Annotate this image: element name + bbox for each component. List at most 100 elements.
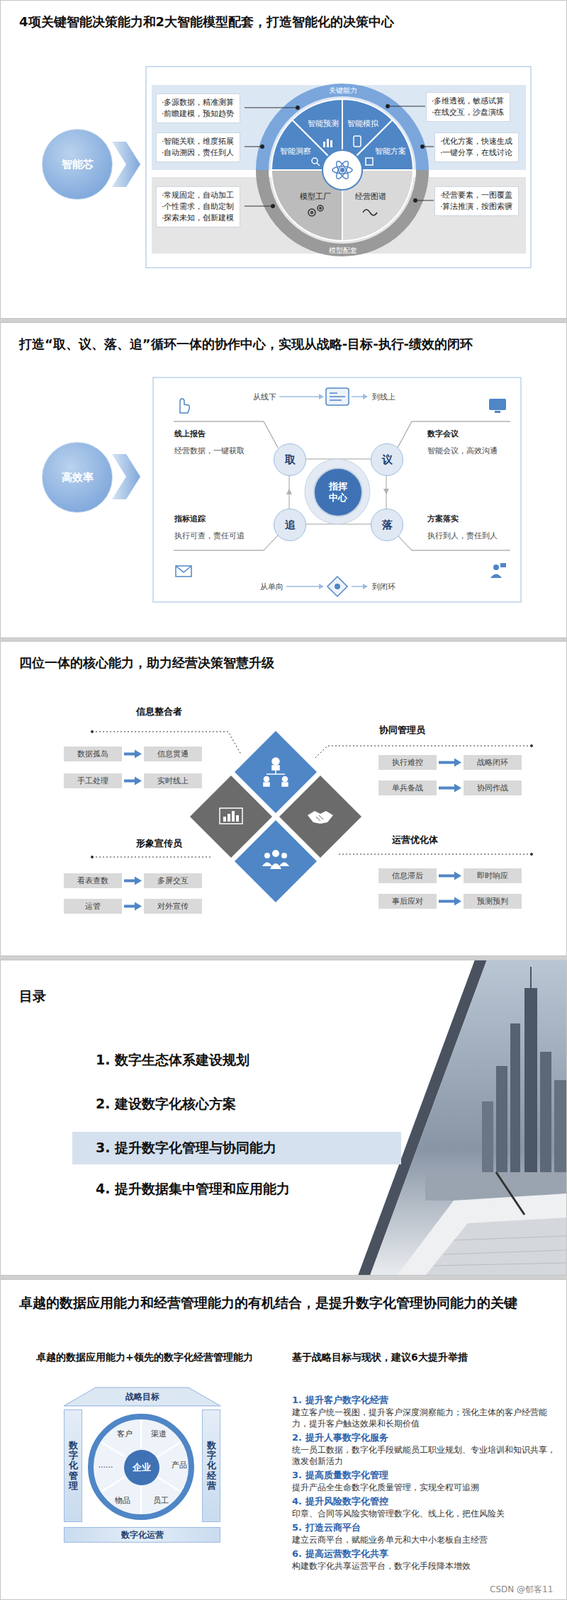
step-heading: 线上报告 [174,429,206,440]
step-text: 执行可查，责任可追 [174,531,245,542]
node-text: 运管 [68,899,118,915]
person-body [490,574,502,580]
node-text: ·探索未知，创新建模 [161,212,235,224]
hub-halo [304,459,370,525]
shift-box: 实时线上 [143,773,202,789]
flow-arrows [279,396,364,587]
node-text: 信息滞后 [382,868,433,884]
feature-box: ·智能关联，维度拓展·自动溯因，责任到人 [155,132,241,163]
slide1-art [111,66,531,268]
node-text: 取 [284,453,296,468]
node-text: ·智能关联，维度拓展 [161,136,235,148]
node-text: 智能洞察 [279,146,312,156]
pillar: 数字化管理 [63,1410,83,1524]
connector-arrow [124,750,142,760]
measure-text: 提升产品全生命数字化质量管理，实现全程可追溯 [292,1482,560,1495]
people-icon [262,850,290,870]
report-icon-lines [329,393,346,401]
node-text: ·多维透视，敏感试算 [431,95,505,108]
node-text: 数字化运营 [121,1530,164,1543]
slide5-art [90,1417,192,1519]
node-text: ·常规固定，自动加工 [161,189,235,202]
segment-label: ...... [98,1462,114,1471]
node-text: ·算法推演，按图索骥 [440,201,514,213]
node-text: 手工处理 [68,773,118,789]
hub-circle: 指挥中心 [313,467,363,518]
cycle-head [286,489,293,495]
node-text: 多屏交互 [148,873,198,889]
connector-shaft [124,880,137,884]
node-text: ·多源数据，精准测算 [161,97,235,109]
loop-icon [327,576,348,597]
measure-text: 构建数字化共享运营平台，数字化手段降本增效 [292,1561,560,1573]
flow-label: 到线上 [372,392,396,403]
screen-stand [494,411,501,414]
forecast-icon [323,138,333,148]
connector-shaft [438,761,456,765]
feature-box: ·多维透视，敏感试算·在线交互，沙盘演练 [425,92,511,122]
shift-box: 数据孤岛 [63,747,122,762]
node-text: 高效率 [61,471,94,485]
leader-dots [260,104,425,209]
feature-box: ·优化方案，快速生成·一键分享，在线讨论 [434,132,519,163]
shift-box: 对外宣传 [143,899,202,915]
insight-icon [311,158,320,166]
subheading: 卓越的数据应用能力+领先的数字化经营管理能力 [36,1351,254,1365]
step-heading: 数字会议 [427,429,459,440]
shift-box: 信息滞后 [378,868,437,884]
segment-label: 客户 [116,1430,133,1440]
connector-shaft [438,787,456,791]
wheel-sector: 智能模拟 [347,119,379,129]
shift-box: 信息贯通 [143,747,202,762]
cycle-head [383,489,390,495]
node-text: 看表查数 [68,873,118,889]
vertical-text: 数字化管理 [68,1441,78,1492]
subheading: 基于战略目标与现状，建议6大提升举措 [292,1351,468,1365]
node-text: ·个性需求，自助定制 [161,201,235,213]
node-text: 企业 [132,1462,151,1475]
arrow-head [134,877,142,886]
slide-ground [0,322,567,639]
node-text: 指挥中心 [328,481,348,504]
node-text: 智能模拟 [347,119,379,129]
shift-box: 执行难控 [378,755,437,771]
leader-dots [90,730,533,860]
node-text: 即时响应 [467,868,518,884]
mail-icon [175,566,192,577]
slide-frame: 卓越的数据应用能力和经营管理能力的有机结合，是提升数字化管理协同能力的关键战略目… [0,1280,567,1600]
flow-label: 从单向 [260,582,284,593]
feature-box: ·多源数据，精准测算·前瞻建模，预知趋势 [155,93,241,124]
node-text: 战略目标 [125,1391,160,1405]
chevron-arrow [111,141,141,188]
measure-text: 建立客户统一视图，提升客户深度洞察能力；强化主体的客户经营能力，提升客户触达效果… [292,1407,560,1431]
node-text: 预测预判 [467,894,518,910]
flow-label: 从线下 [253,392,277,403]
measure-heading: 3. 提高质量数字化管理 [292,1469,560,1483]
map-icon [362,209,378,216]
connector-arrow [438,897,462,907]
measure-heading: 2. 提升人事数字化服务 [292,1432,560,1446]
slide-frame: 打造“取、议、落、追”循环一体的协作中心，实现从战略-目标-执行-绩效的闭环高效… [0,322,567,639]
node-text: 对外宣传 [148,899,198,915]
chart-icon [219,808,243,825]
shift-box: 战略闭环 [463,755,522,771]
node-text: ·自动溯因，责任到人 [161,147,235,159]
measure-text: 统一员工数据，数字化手段赋能员工职业规划、专业培训和知识共享，激发创新活力 [292,1445,560,1468]
roof-shape: 战略目标 [63,1387,221,1408]
shift-box: 多屏交互 [143,873,202,889]
node-text: 经营图谱 [355,192,387,202]
shift-box: 事后应对 [378,894,437,910]
connector-shaft [124,780,137,784]
slide-title: 卓越的数据应用能力和经营管理能力的有机结合，是提升数字化管理协同能力的关键 [19,1294,567,1314]
measure-text: 建立云商平台，赋能业务单元和大中小老板自主经营 [292,1535,560,1547]
connector-shaft [438,900,456,904]
node-text: 单兵备战 [382,781,433,796]
shift-box: 看表查数 [63,873,122,889]
step-text: 经营数据，一键获取 [174,446,245,457]
step-leaders [173,421,511,551]
step-heading: 指标追踪 [174,514,206,525]
node-text: 议 [382,453,393,468]
slide-title: 目录 [19,987,567,1007]
